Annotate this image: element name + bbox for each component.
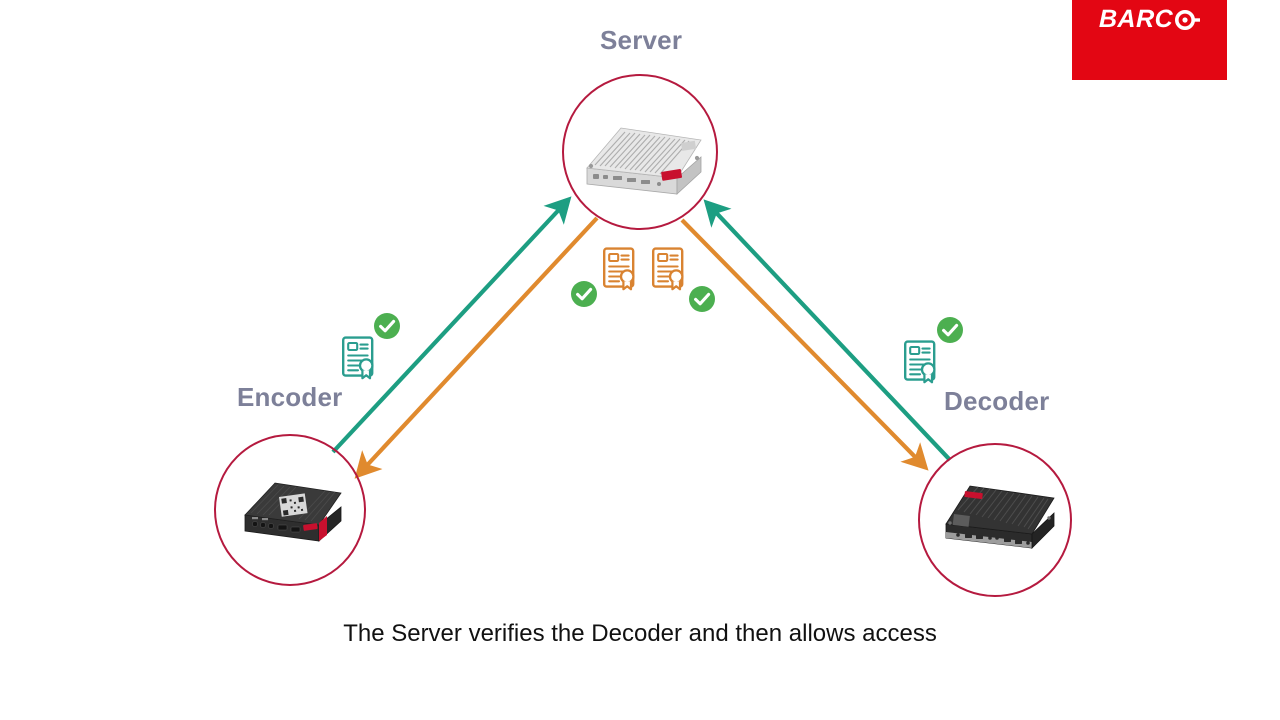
- arrow-server-to-decoder: [680, 218, 929, 471]
- node-label-decoder: Decoder: [944, 386, 1050, 416]
- checkmark-server-left: [569, 279, 599, 309]
- device-encoder: [244, 482, 342, 542]
- node-circle-server: [562, 74, 718, 230]
- node-label-server: Server: [600, 25, 683, 55]
- arrow-server-to-encoder: [354, 216, 599, 479]
- device-server: [586, 127, 702, 195]
- certificate-decoder: [904, 340, 936, 384]
- barco-logo: BARC: [1072, 0, 1227, 80]
- node-circle-encoder: [214, 434, 366, 586]
- checkmark-encoder: [372, 311, 402, 341]
- node-label-encoder: Encoder: [237, 382, 343, 412]
- checkmark-decoder: [935, 315, 965, 345]
- arrow-encoder-to-server: [331, 196, 572, 454]
- certificate-encoder: [342, 336, 374, 380]
- checkmark-server-right: [687, 284, 717, 314]
- certificate-server-right: [652, 247, 684, 291]
- barco-o-mark-icon: [1175, 10, 1201, 30]
- device-decoder: [945, 485, 1055, 549]
- encoder-qr-code: [278, 493, 308, 517]
- arrow-decoder-to-server: [703, 199, 952, 462]
- caption-text: The Server verifies the Decoder and then…: [343, 620, 937, 647]
- certificate-server-left: [603, 247, 635, 291]
- node-circle-decoder: [918, 443, 1072, 597]
- barco-logo-text: BARC: [1098, 5, 1174, 33]
